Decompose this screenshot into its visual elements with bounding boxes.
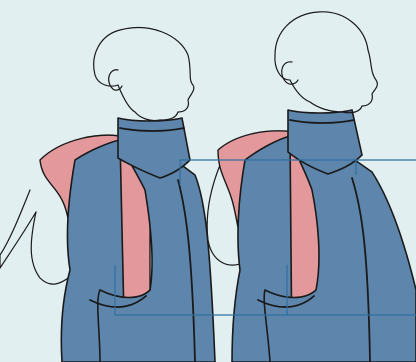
- forearm-outline: [31, 212, 72, 284]
- figure-left: [0, 28, 215, 362]
- figure-right: [207, 12, 416, 362]
- head-outline: [94, 28, 194, 121]
- ear-outline: [109, 70, 122, 90]
- arm-outline: [0, 190, 36, 268]
